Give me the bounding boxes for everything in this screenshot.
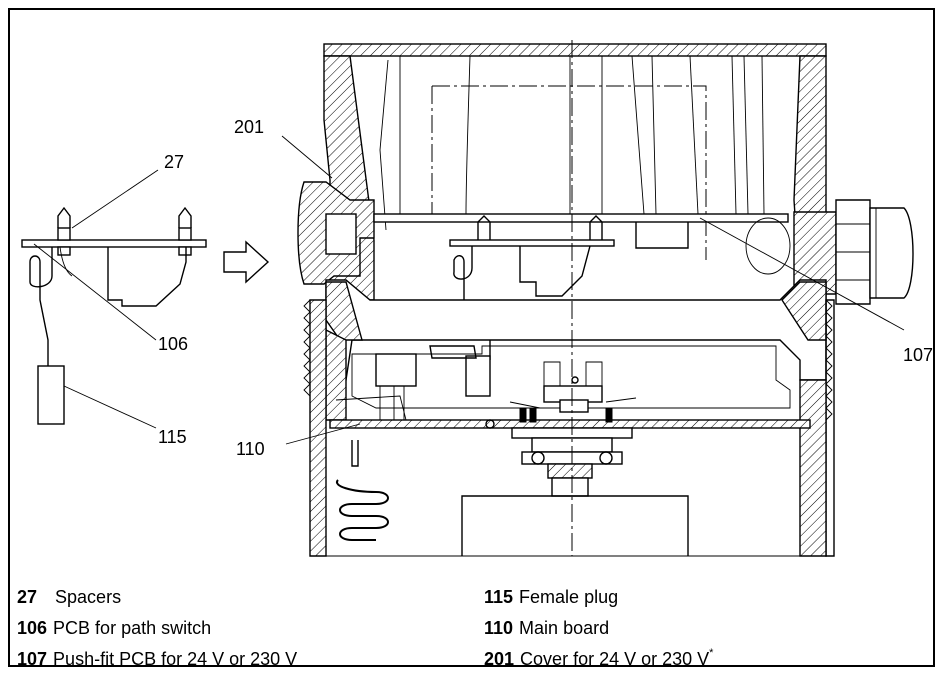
actuator-assembly	[297, 40, 914, 557]
main-board-110	[329, 419, 811, 429]
leader-27	[71, 169, 159, 229]
spacer-left	[57, 206, 71, 256]
wire	[29, 247, 53, 366]
leader-106	[33, 243, 157, 341]
lower-block	[461, 495, 689, 556]
spring	[335, 479, 389, 541]
switch-component	[107, 247, 187, 307]
callout-106: 106	[158, 334, 189, 354]
callout-201: 201	[234, 117, 265, 137]
hidden-outline	[431, 85, 707, 260]
female-plug-115	[37, 365, 65, 425]
pcb-106	[21, 239, 207, 248]
spacer-right	[178, 206, 192, 256]
callout-107: 107	[903, 345, 934, 365]
housing-wall-left	[309, 299, 327, 557]
leader-110	[285, 423, 361, 445]
leader-201	[281, 135, 333, 179]
cable-gland	[793, 199, 914, 305]
leader-115	[63, 385, 157, 429]
assembly-arrow-icon	[223, 240, 270, 284]
callout-110: 110	[236, 439, 265, 459]
callout-115: 115	[158, 427, 187, 447]
callout-27: 27	[164, 152, 185, 172]
path-switch-pcb-detail	[21, 206, 207, 425]
push-fit-pcb-107	[373, 213, 789, 223]
housing-wall-right	[799, 379, 827, 557]
cover-top	[323, 43, 827, 57]
leader-107	[699, 217, 905, 331]
footnote-mark: *	[709, 647, 714, 659]
